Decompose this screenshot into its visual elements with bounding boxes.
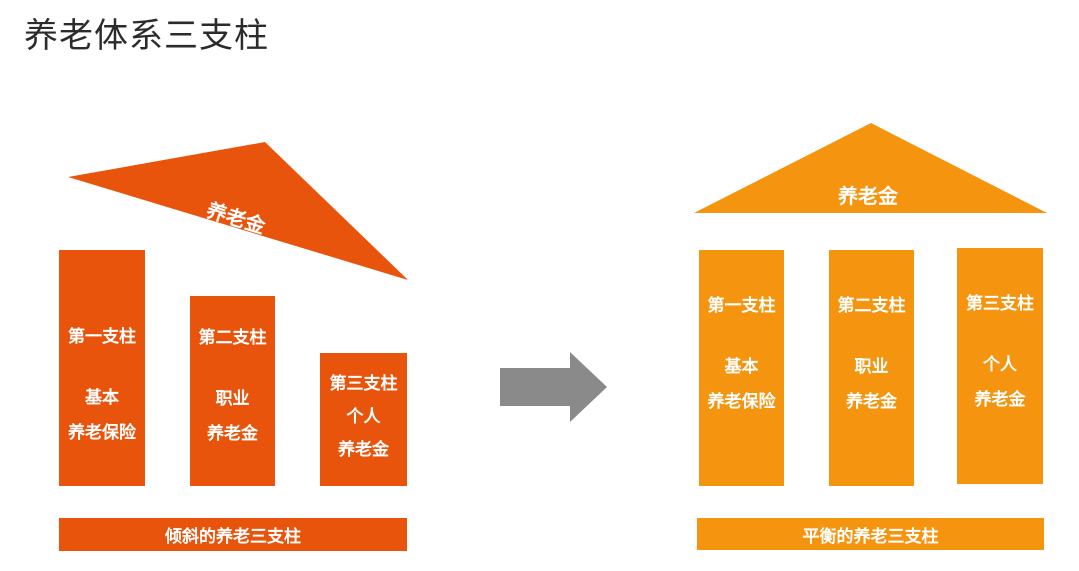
left-pillar2-shape bbox=[190, 296, 275, 486]
pillar-name: 第一支柱 bbox=[707, 296, 776, 316]
left-roof-shape bbox=[68, 142, 408, 280]
right-roof-shape bbox=[694, 123, 1047, 213]
pillar-line1: 个人 bbox=[983, 355, 1017, 375]
left-base-label: 倾斜的养老三支柱 bbox=[165, 527, 301, 547]
pillar-line2: 养老金 bbox=[207, 424, 258, 444]
right-pillar-2: 第二支柱 职业 养老金 bbox=[829, 291, 914, 412]
right-pillar-1: 第一支柱 基本 养老保险 bbox=[699, 291, 784, 412]
left-pillar3-shape bbox=[320, 353, 407, 486]
pillar-line2: 养老金 bbox=[338, 440, 389, 460]
pillar-name: 第三支柱 bbox=[966, 294, 1034, 314]
right-pillar3-shape bbox=[957, 248, 1043, 484]
pillar-line1: 个人 bbox=[346, 407, 381, 427]
left-pillar1-shape bbox=[59, 250, 145, 486]
pillar-name: 第三支柱 bbox=[329, 374, 398, 394]
right-base-label: 平衡的养老三支柱 bbox=[802, 526, 939, 547]
pillar-line1: 基本 bbox=[85, 388, 119, 408]
right-pillar2-shape bbox=[829, 250, 914, 486]
pillar-line1: 职业 bbox=[854, 357, 889, 377]
right-arrow-icon bbox=[500, 352, 607, 422]
left-pillar-3: 第三支柱 个人 养老金 bbox=[320, 369, 407, 460]
pillar-line2: 养老金 bbox=[974, 390, 1026, 410]
pillar-name: 第一支柱 bbox=[68, 327, 136, 347]
left-base-shape bbox=[59, 518, 407, 551]
pillar-line2: 养老保险 bbox=[707, 392, 776, 412]
pillar-name: 第二支柱 bbox=[198, 328, 267, 348]
right-pillar-3: 第三支柱 个人 养老金 bbox=[957, 289, 1043, 410]
pillar-line1: 基本 bbox=[724, 357, 759, 377]
pillar-line2: 养老金 bbox=[846, 392, 897, 412]
right-base-shape bbox=[697, 518, 1044, 550]
pillar-name: 第二支柱 bbox=[837, 296, 906, 316]
right-roof-label: 养老金 bbox=[838, 184, 898, 208]
pillar-line1: 职业 bbox=[215, 389, 250, 409]
page-title: 养老体系三支柱 bbox=[24, 16, 269, 56]
left-pillar-1: 第一支柱 基本 养老保险 bbox=[59, 322, 145, 443]
right-pillar1-shape bbox=[699, 250, 784, 486]
left-pillar-2: 第二支柱 职业 养老金 bbox=[190, 323, 275, 444]
pillar-line2: 养老保险 bbox=[68, 423, 136, 443]
